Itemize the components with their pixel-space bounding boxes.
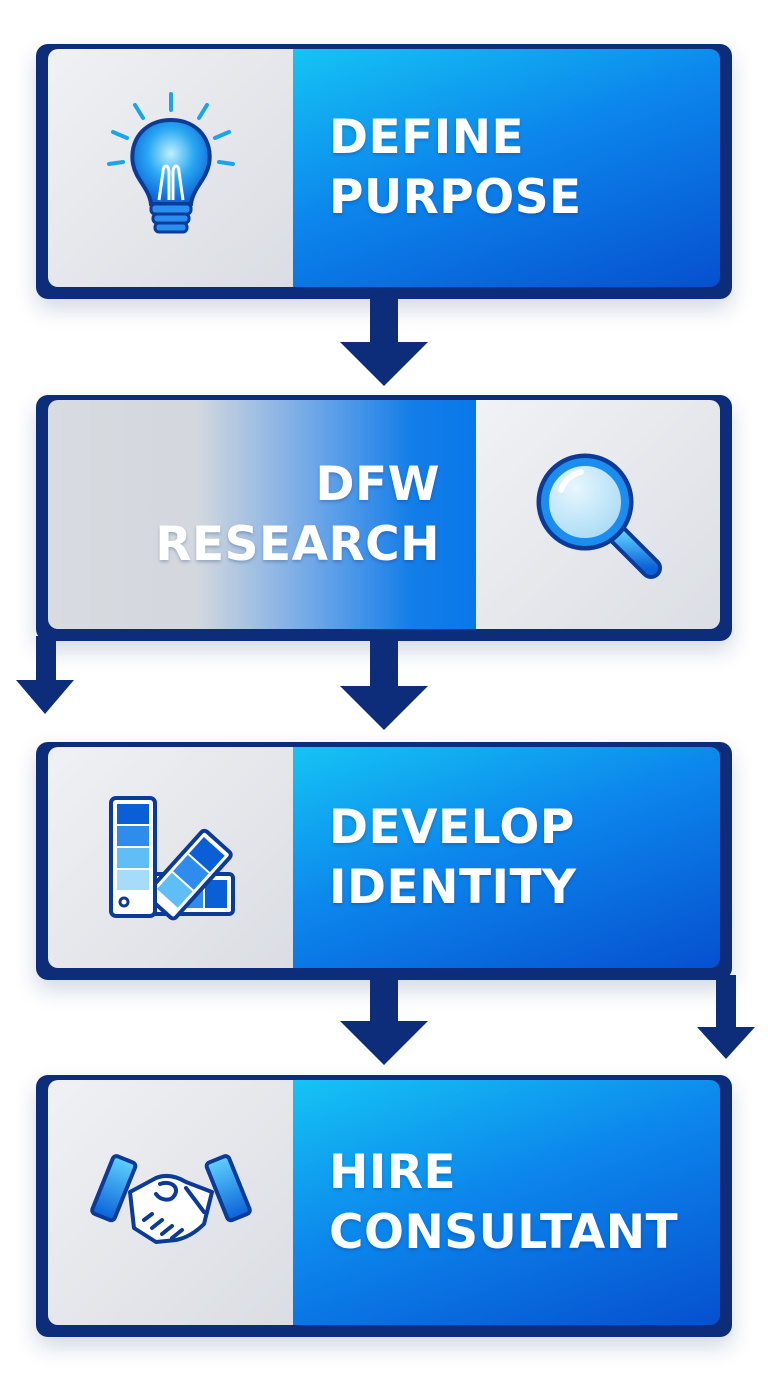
down-arrow bbox=[340, 975, 428, 1065]
icon-panel bbox=[476, 400, 720, 629]
handshake-icon bbox=[89, 1153, 252, 1244]
step-card-dfw-research: DFW RESEARCH bbox=[36, 395, 732, 641]
step-card-body: DFW RESEARCH bbox=[48, 400, 720, 629]
step-card-define-purpose: DEFINE PURPOSE bbox=[36, 44, 732, 299]
step-card-hire-consultant: HIRE CONSULTANT bbox=[36, 1075, 732, 1337]
step-title-line-1: DEVELOP bbox=[329, 799, 575, 855]
step-title-line-1: DEFINE bbox=[329, 110, 525, 165]
step-card-body: DEFINE PURPOSE bbox=[48, 49, 720, 287]
step-title-line-1: HIRE bbox=[329, 1144, 457, 1200]
down-arrow-left bbox=[16, 636, 74, 714]
down-arrow-right bbox=[697, 975, 755, 1059]
step-title-line-1: DFW bbox=[315, 456, 440, 512]
icon-panel bbox=[48, 747, 293, 968]
step-title-line-2: RESEARCH bbox=[155, 516, 440, 572]
text-panel: HIRE CONSULTANT bbox=[293, 1080, 720, 1325]
magnifying-glass-icon bbox=[536, 453, 662, 579]
text-panel: DFW RESEARCH bbox=[48, 400, 476, 629]
text-panel: DEVELOP IDENTITY bbox=[293, 747, 720, 968]
lightbulb-icon bbox=[106, 92, 235, 234]
step-title-line-2: PURPOSE bbox=[329, 170, 582, 225]
step-card-develop-identity: DEVELOP IDENTITY bbox=[36, 742, 732, 980]
down-arrow bbox=[340, 294, 428, 386]
step-title-line-2: CONSULTANT bbox=[329, 1204, 679, 1260]
icon-panel bbox=[48, 1080, 293, 1325]
icon-panel bbox=[48, 49, 293, 287]
color-swatch-icon bbox=[108, 795, 235, 920]
text-panel: DEFINE PURPOSE bbox=[293, 49, 720, 287]
step-card-body: DEVELOP IDENTITY bbox=[48, 747, 720, 968]
down-arrow bbox=[340, 636, 428, 730]
step-title-line-2: IDENTITY bbox=[329, 859, 577, 915]
step-card-body: HIRE CONSULTANT bbox=[48, 1080, 720, 1325]
